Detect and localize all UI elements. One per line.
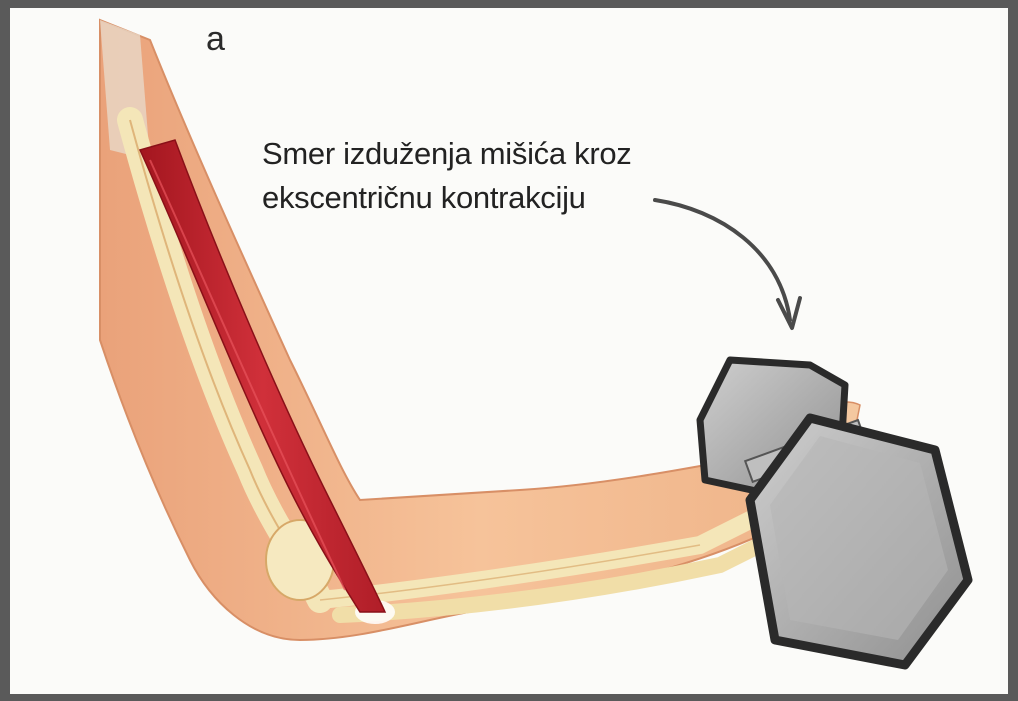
panel-letter: a [206, 22, 225, 56]
caption-line-2: ekscentričnu kontrakciju [262, 176, 631, 220]
figure-caption: Smer izduženja mišića kroz ekscentričnu … [262, 132, 631, 220]
curved-arrow-icon [655, 200, 800, 328]
caption-line-1: Smer izduženja mišića kroz [262, 132, 631, 176]
